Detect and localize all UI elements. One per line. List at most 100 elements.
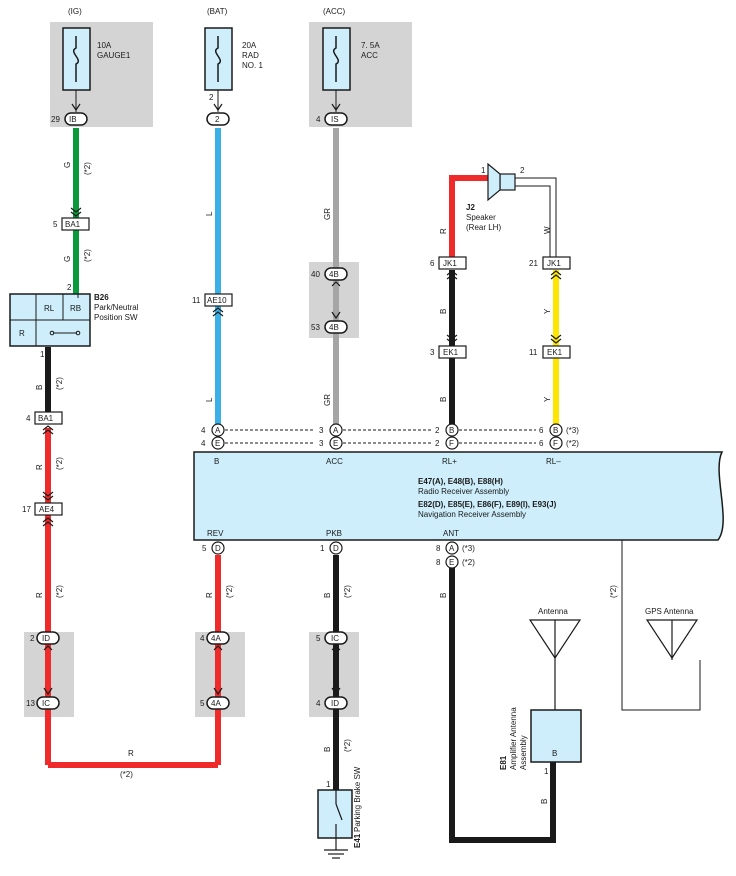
svg-text:4: 4 — [316, 115, 321, 124]
svg-text:1: 1 — [481, 166, 486, 175]
svg-text:B: B — [552, 749, 557, 758]
connector-ae10: AE10 11 — [192, 293, 233, 317]
antenna-icon — [528, 619, 582, 710]
connector-ba1-upper: BA1 5 — [53, 207, 90, 231]
b26-name1: Park/Neutral — [94, 303, 139, 312]
speaker-name1: Speaker — [466, 213, 496, 222]
svg-text:2: 2 — [435, 439, 440, 448]
parking-brake-switch: 1 — [317, 780, 353, 859]
svg-text:4: 4 — [316, 699, 321, 708]
junction-ic-left: IC 13 — [26, 687, 60, 710]
terminal-b: B — [214, 457, 219, 466]
svg-text:AE4: AE4 — [39, 505, 55, 514]
terminal-ant: ANT — [443, 529, 459, 538]
wire-white-speaker-a — [515, 177, 557, 262]
svg-text:JK1: JK1 — [443, 259, 457, 268]
svg-text:IC: IC — [331, 634, 339, 643]
fuse-bat — [204, 27, 233, 112]
svg-text:5: 5 — [316, 634, 321, 643]
svg-text:21: 21 — [529, 259, 538, 268]
svg-text:1: 1 — [40, 350, 45, 359]
junction-id-left: ID 2 — [30, 631, 60, 651]
terminal-pkb: PKB — [326, 529, 342, 538]
svg-text:D: D — [215, 544, 221, 553]
svg-text:ID: ID — [42, 634, 50, 643]
svg-text:4B: 4B — [329, 323, 339, 332]
fuse-acc — [322, 27, 351, 112]
svg-text:E: E — [215, 439, 220, 448]
svg-text:G: G — [63, 256, 72, 262]
junction-ic-middle: IC 5 — [316, 631, 348, 651]
svg-text:4: 4 — [200, 634, 205, 643]
wire-gps-shield — [621, 540, 701, 711]
svg-text:L: L — [205, 211, 214, 216]
svg-text:BA1: BA1 — [65, 220, 81, 229]
svg-text:4: 4 — [201, 426, 206, 435]
svg-text:(*2): (*2) — [225, 585, 234, 598]
svg-text:(*2): (*2) — [55, 377, 64, 390]
svg-text:F: F — [553, 439, 558, 448]
svg-text:11: 11 — [192, 296, 201, 305]
svg-text:4: 4 — [26, 414, 31, 423]
svg-text:3: 3 — [430, 348, 435, 357]
svg-text:R: R — [19, 329, 25, 338]
svg-text:(*2): (*2) — [343, 739, 352, 752]
svg-text:B: B — [553, 426, 558, 435]
fuse-acc-source: (ACC) — [323, 7, 346, 16]
svg-text:A: A — [333, 426, 339, 435]
svg-text:EK1: EK1 — [547, 348, 563, 357]
svg-text:8: 8 — [436, 558, 441, 567]
b26-id: B26 — [94, 293, 109, 302]
junction-4b-lower: 4B 53 — [311, 311, 348, 334]
junction-is: IS 4 — [316, 103, 348, 126]
svg-text:(*2): (*2) — [566, 439, 579, 448]
svg-text:IC: IC — [42, 699, 50, 708]
svg-text:L: L — [205, 397, 214, 402]
connector-ek1-right: EK1 11 — [529, 334, 571, 359]
svg-text:JK1: JK1 — [547, 259, 561, 268]
svg-text:2: 2 — [67, 283, 72, 292]
svg-text:1: 1 — [326, 780, 331, 789]
amplifier-antenna-assembly: B 1 — [530, 709, 582, 776]
brake-label-group: E41 Parking Brake SW — [353, 766, 362, 848]
antenna-label: Antenna — [538, 607, 568, 616]
svg-text:R: R — [128, 749, 134, 758]
svg-text:AE10: AE10 — [207, 296, 227, 305]
svg-text:4B: 4B — [329, 270, 339, 279]
junction-id-middle: ID 4 — [316, 687, 348, 710]
svg-text:E: E — [449, 558, 454, 567]
svg-text:1: 1 — [320, 544, 325, 553]
svg-text:R: R — [205, 592, 214, 598]
svg-text:3: 3 — [319, 439, 324, 448]
amp-name2: Assembly — [519, 735, 528, 770]
terminal-rl-plus: RL+ — [442, 457, 457, 466]
dashed-links — [225, 429, 536, 444]
svg-text:(*3): (*3) — [462, 544, 475, 553]
svg-text:17: 17 — [22, 505, 31, 514]
svg-text:Y: Y — [543, 308, 552, 314]
amp-id: E81 — [499, 755, 508, 770]
svg-text:D: D — [333, 544, 339, 553]
svg-text:40: 40 — [311, 270, 320, 279]
svg-text:(*2): (*2) — [120, 770, 133, 779]
svg-text:4A: 4A — [211, 634, 221, 643]
junction-4a-lower: 4A 5 — [200, 687, 230, 710]
receiver-line1: E47(A), E48(B), E88(H) — [418, 477, 503, 486]
svg-text:Y: Y — [543, 396, 552, 402]
svg-text:5: 5 — [200, 699, 205, 708]
svg-text:F: F — [449, 439, 454, 448]
speaker-j2: 1 2 — [481, 162, 525, 202]
b26-name2: Position SW — [94, 313, 138, 322]
b26-park-neutral-switch: RL RB R 2 1 — [9, 283, 91, 359]
svg-text:5: 5 — [202, 544, 207, 553]
gps-antenna-icon — [645, 619, 699, 660]
svg-text:6: 6 — [539, 426, 544, 435]
svg-text:IB: IB — [69, 115, 77, 124]
receiver-bottom-pins: D 5 D 1 A 8 (*3) E 8 (*2) — [202, 541, 475, 569]
svg-text:2: 2 — [30, 634, 35, 643]
svg-text:A: A — [215, 426, 221, 435]
svg-text:ID: ID — [331, 699, 339, 708]
svg-text:2: 2 — [520, 166, 525, 175]
brake-name: Parking Brake SW — [353, 766, 362, 832]
